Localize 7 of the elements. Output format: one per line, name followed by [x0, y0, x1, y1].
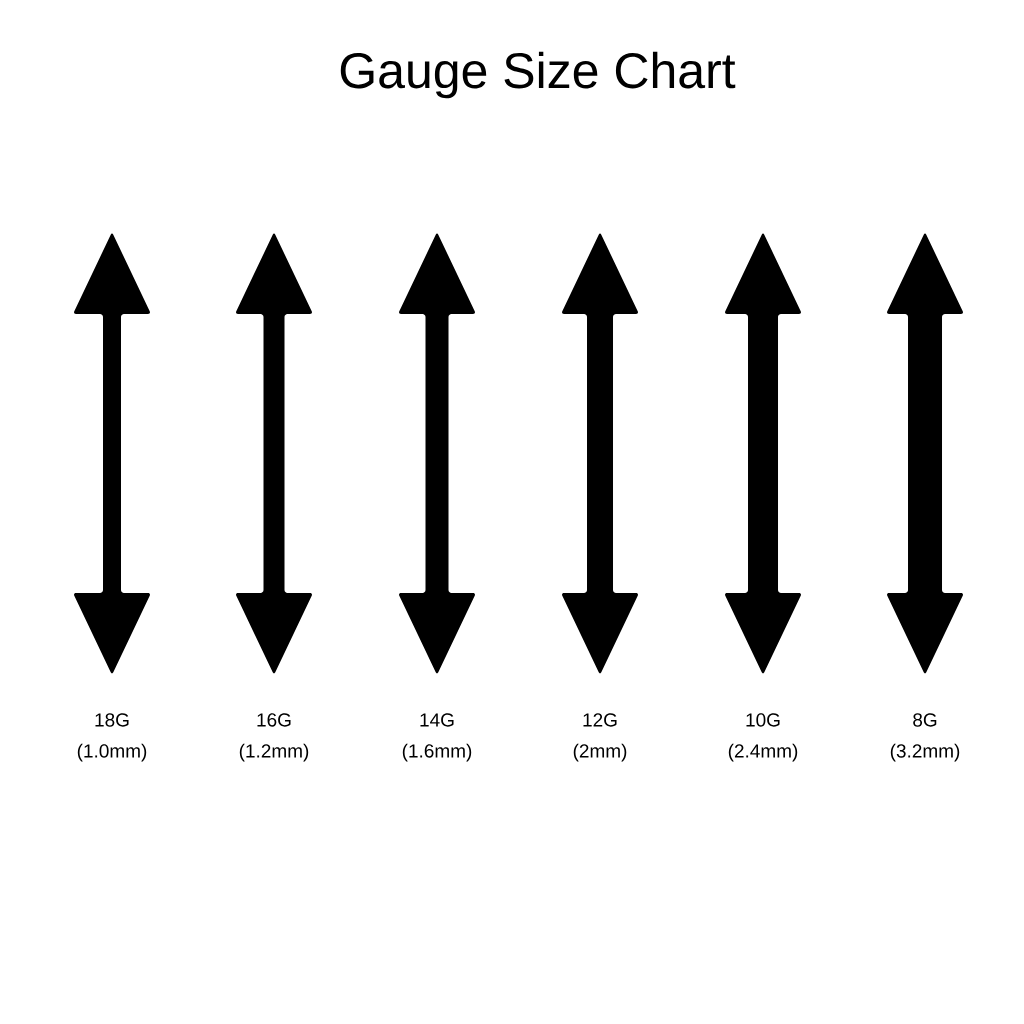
gauge-label: 12G (2mm): [573, 713, 627, 762]
gauge-label: 8G (3.2mm): [890, 713, 960, 762]
gauge-label: 14G (1.6mm): [402, 713, 472, 762]
gauge-label: 18G (1.0mm): [77, 713, 147, 762]
gauge-label: 10G (2.4mm): [728, 713, 798, 762]
gauge-label: 16G (1.2mm): [239, 713, 309, 762]
title: Gauge Size Chart: [340, 51, 736, 99]
